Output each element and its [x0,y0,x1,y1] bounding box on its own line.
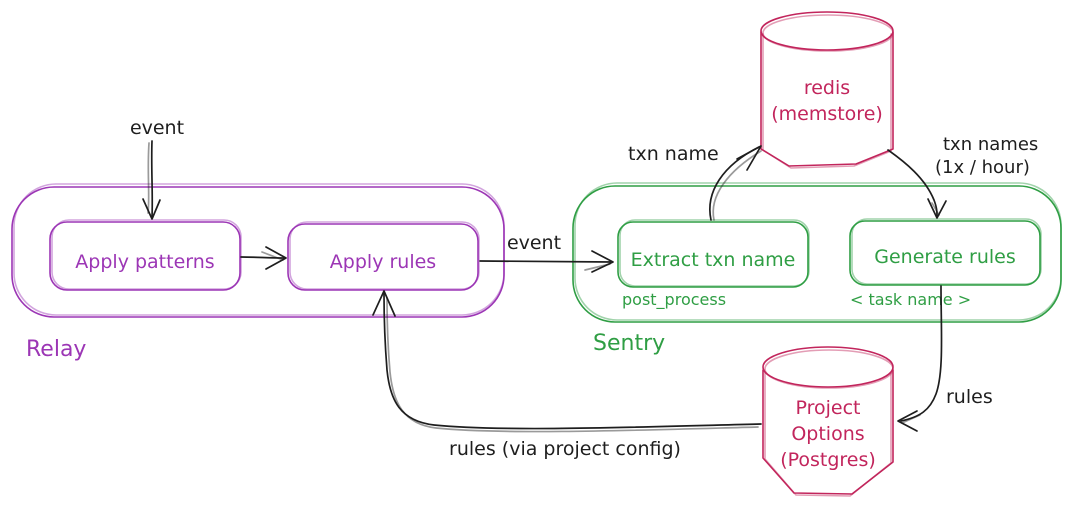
arrow-extract-to-redis: txn name [628,143,762,221]
relay-container: Relay Apply patterns Apply rules [11,183,505,362]
project-options-datastore: Project Options (Postgres) [762,346,894,497]
arrow-generate-to-project-options-head [897,410,918,432]
arrow-event-relay-to-sentry-shaft [479,260,613,263]
apply-patterns-box-sketch [51,219,242,290]
redis-datastore: redis (memstore) [760,11,894,169]
apply-patterns-node: Apply patterns [49,219,242,291]
redis-cylinder-body [760,31,894,167]
arrow-project-options-to-apply-rules: rules (via project config) [372,290,762,460]
edge-label-rules: rules [946,386,993,408]
arrow-event-relay-to-sentry-head-sketch [584,263,611,271]
redis-label-line2: (memstore) [771,103,883,125]
arrow-patterns-to-rules [240,246,287,270]
arrow-extract-to-redis-head [736,145,762,171]
arrow-patterns-to-rules-head [265,246,287,270]
arrow-redis-to-generate-head [927,198,947,219]
apply-rules-box-sketch [289,221,480,290]
arrow-event-relay-to-sentry-head [591,250,614,273]
arrow-event-relay-to-sentry: event [479,232,614,273]
project-options-label-line2: Options [791,423,864,445]
arrow-event-in: event [130,117,184,220]
redis-cylinder-top [760,11,894,51]
sentry-container-label: Sentry [593,331,665,356]
sentry-container: Sentry Extract txn name post_process Gen… [572,182,1062,356]
project-options-cylinder-body-sketch [764,371,892,497]
project-options-cylinder-body [762,369,894,495]
relay-container-outline [11,186,505,318]
relay-container-label: Relay [26,337,86,362]
apply-patterns-label: Apply patterns [75,251,214,273]
edge-label-txn-name: txn name [628,143,719,165]
arrow-project-options-to-apply-rules-shaft-sketch [386,297,759,433]
extract-txn-name-box [617,221,809,288]
arrow-generate-to-project-options: rules [897,285,993,432]
apply-patterns-box [49,221,241,291]
extract-txn-name-label: Extract txn name [631,249,796,271]
arrow-generate-to-project-options-shaft [900,285,943,422]
edge-label-txn-names-line2: (1x / hour) [935,157,1030,178]
extract-txn-name-box-sketch [619,219,810,287]
generate-rules-box-sketch [851,218,1042,285]
generate-rules-node: Generate rules < task name > [849,218,1042,309]
generate-rules-box [849,220,1041,286]
project-options-cylinder-top [762,346,894,388]
redis-cylinder-top-sketch [762,14,894,52]
redis-cylinder-body-sketch [762,33,892,169]
edge-label-event-in: event [130,117,184,139]
sentry-container-outline [572,185,1062,323]
project-options-cylinder-top-sketch [764,349,894,389]
generate-rules-label: Generate rules [874,246,1016,268]
redis-label-line1: redis [804,77,850,99]
task-name-label: < task name > [850,290,971,309]
arrow-generate-to-project-options-head-sketch [901,414,921,424]
arrow-patterns-to-rules-shaft [240,256,285,259]
arrow-event-in-head [142,198,161,220]
extract-txn-name-node: Extract txn name post_process [617,219,810,310]
arrow-redis-to-generate-head-sketch [931,202,940,216]
post-process-label: post_process [622,290,726,310]
edge-label-txn-names-line1: txn names [943,134,1038,155]
project-options-label-line3: (Postgres) [780,449,876,471]
apply-rules-node: Apply rules [287,221,480,291]
relay-container-outline-sketch [13,183,505,316]
arrow-redis-to-generate-shaft [887,149,938,217]
apply-rules-box [287,223,479,291]
arrow-event-in-shaft-sketch [147,142,150,214]
sentry-container-outline-sketch [574,182,1062,321]
edge-label-event-mid: event [507,232,561,254]
arrow-project-options-to-apply-rules-shaft [383,293,762,430]
edge-label-rules-via-project-config: rules (via project config) [449,438,681,460]
project-options-label-line1: Project [795,397,860,419]
apply-rules-label: Apply rules [330,251,436,273]
arrow-patterns-to-rules-head-sketch [261,251,284,261]
arrow-redis-to-generate: txn names (1x / hour) [887,134,1038,219]
arrow-extract-to-redis-shaft-sketch [712,150,762,221]
arrow-event-in-shaft [150,140,154,218]
arrow-project-options-to-apply-rules-head [372,290,396,317]
